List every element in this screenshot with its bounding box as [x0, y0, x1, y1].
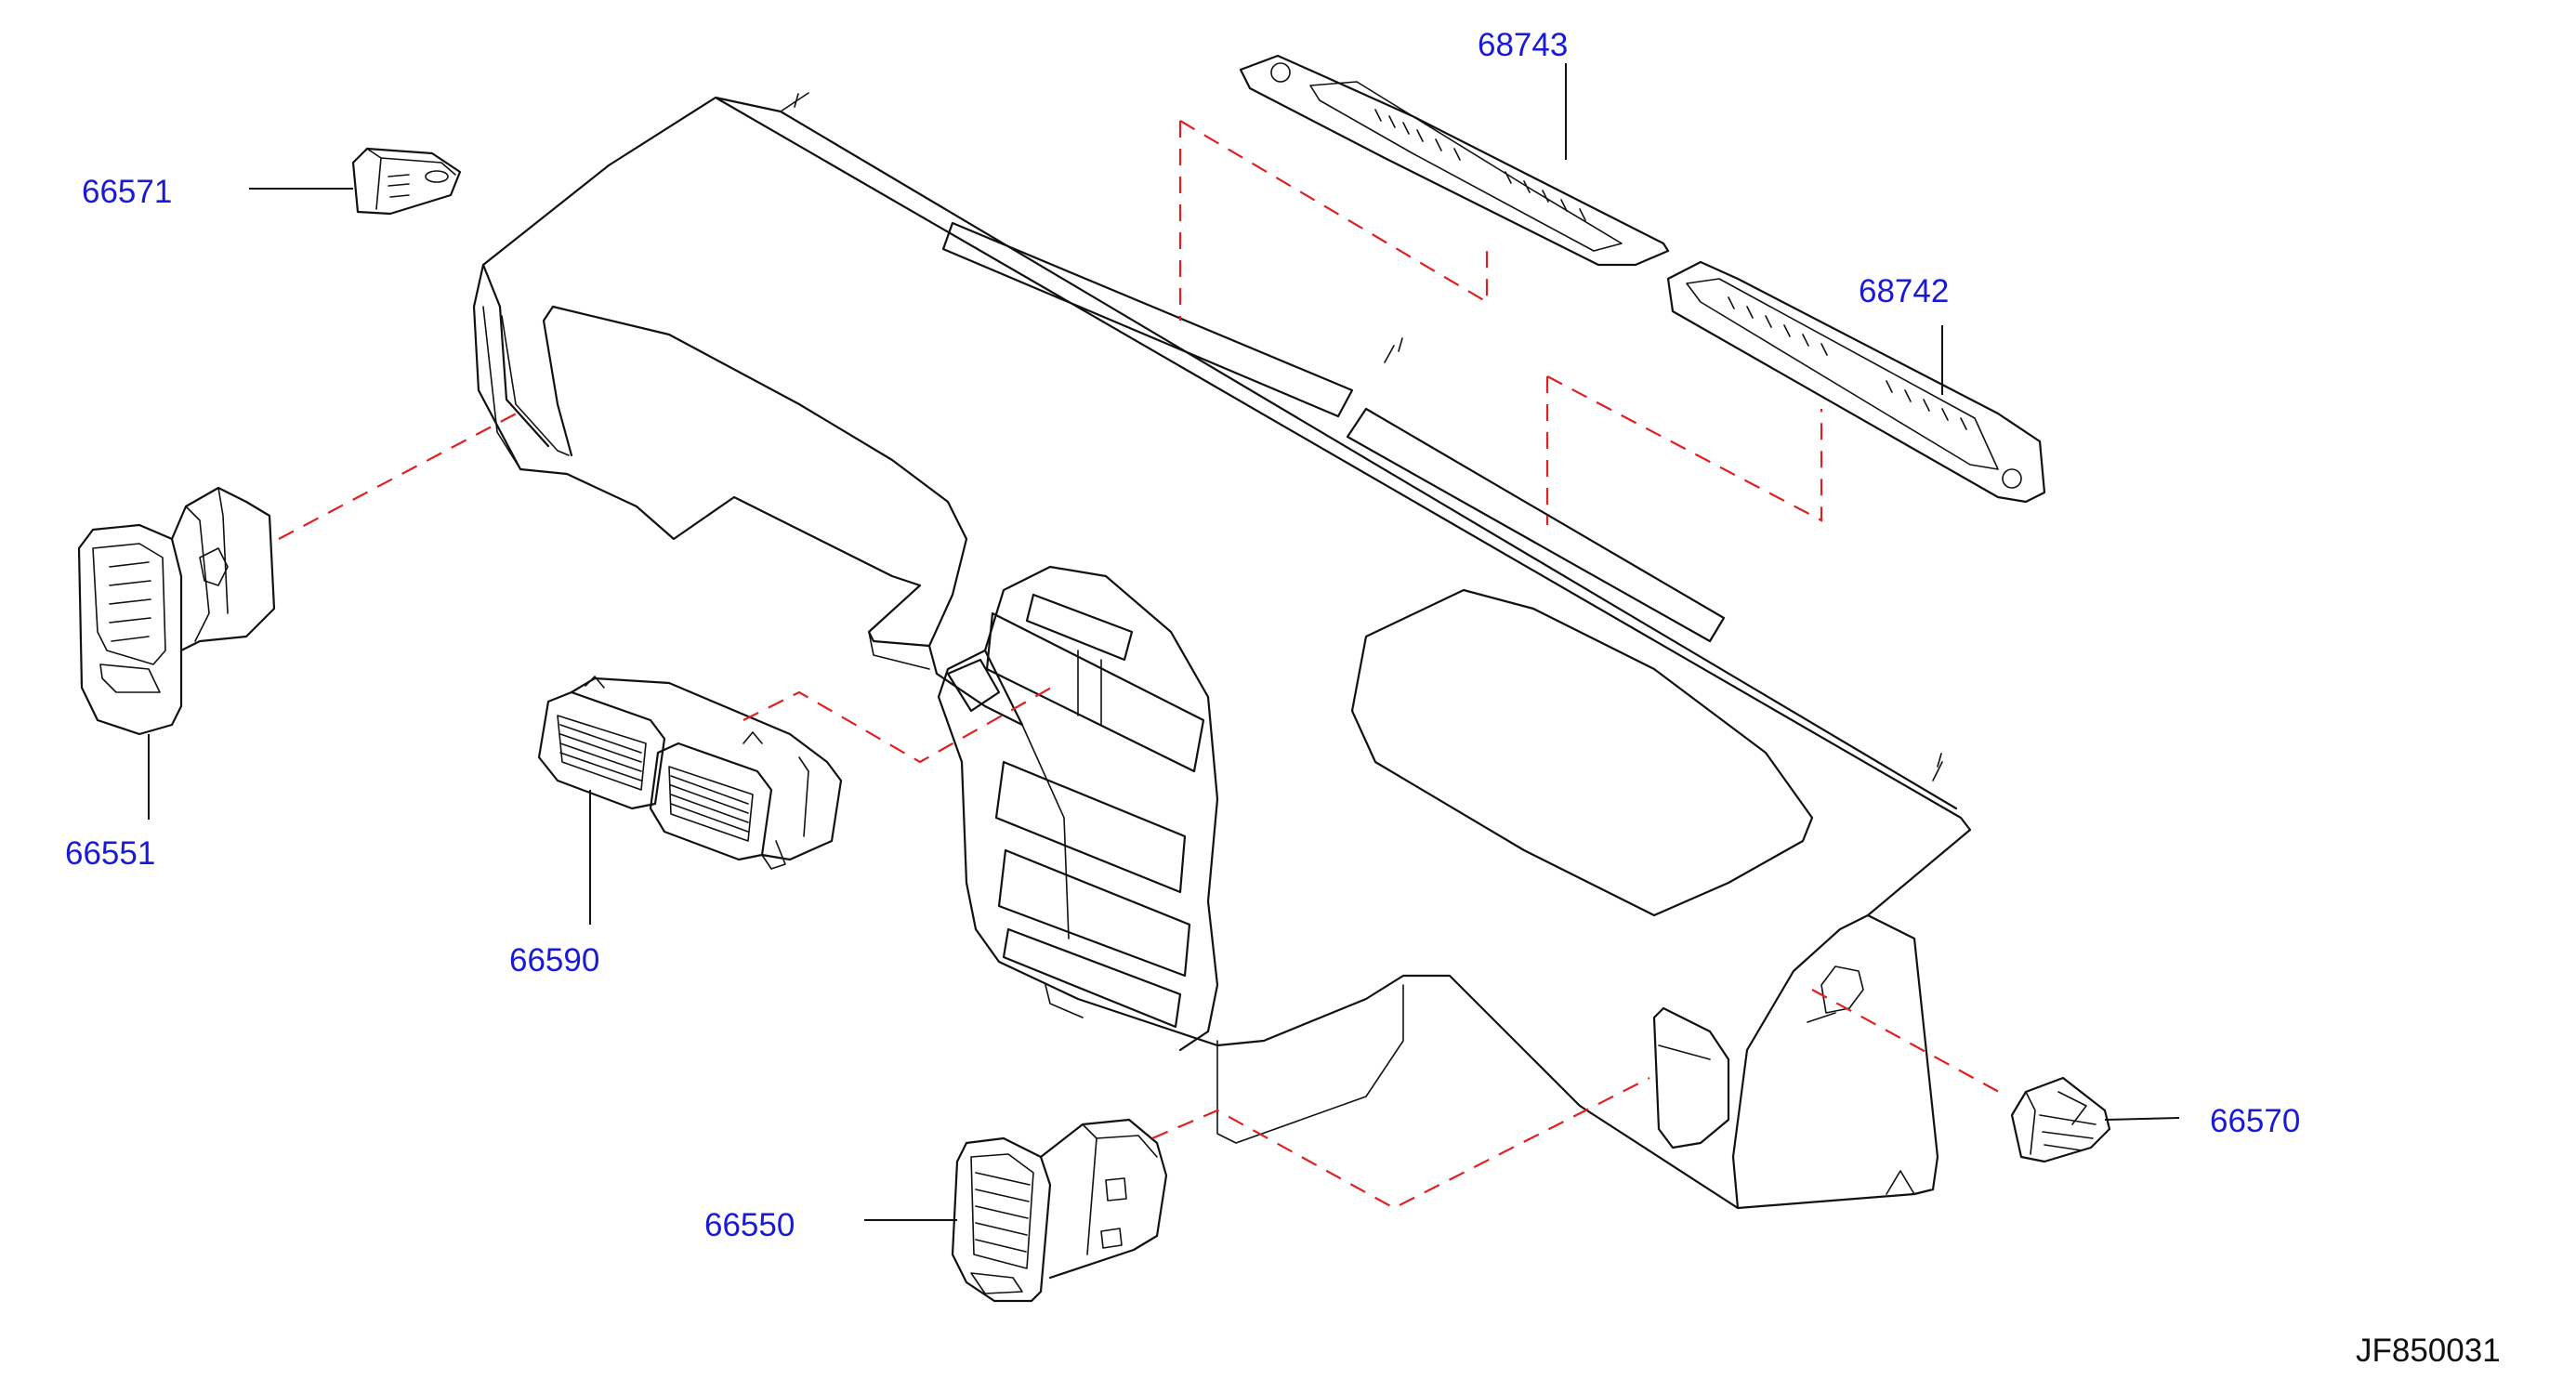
part-label-68743[interactable]: 68743	[1478, 27, 1568, 63]
vent-66550-drawing	[951, 1118, 1168, 1303]
defroster-grille-68743-drawing	[1239, 54, 1670, 267]
part-labels: 66571 66551 66590 66550 66570 68743 6874…	[65, 27, 2300, 1243]
defroster-grille-68742-drawing	[1666, 260, 2046, 504]
part-label-66570[interactable]: 66570	[2210, 1103, 2300, 1139]
part-label-66550[interactable]: 66550	[704, 1207, 795, 1243]
vent-66551-drawing	[77, 486, 276, 736]
part-label-68742[interactable]: 68742	[1859, 273, 1949, 309]
part-label-66551[interactable]: 66551	[65, 835, 155, 872]
part-label-66590[interactable]: 66590	[509, 942, 599, 978]
assembly-guide-lines	[278, 120, 2008, 1210]
instrument-panel-drawing	[472, 92, 1972, 1210]
leader-lines	[148, 63, 2180, 1221]
side-vent-66570-drawing	[2010, 1076, 2111, 1163]
part-label-66571[interactable]: 66571	[82, 174, 172, 210]
diagram-reference-code: JF850031	[2356, 1333, 2501, 1369]
side-vent-66571-drawing	[351, 147, 462, 216]
center-vent-66590-drawing	[537, 676, 843, 870]
